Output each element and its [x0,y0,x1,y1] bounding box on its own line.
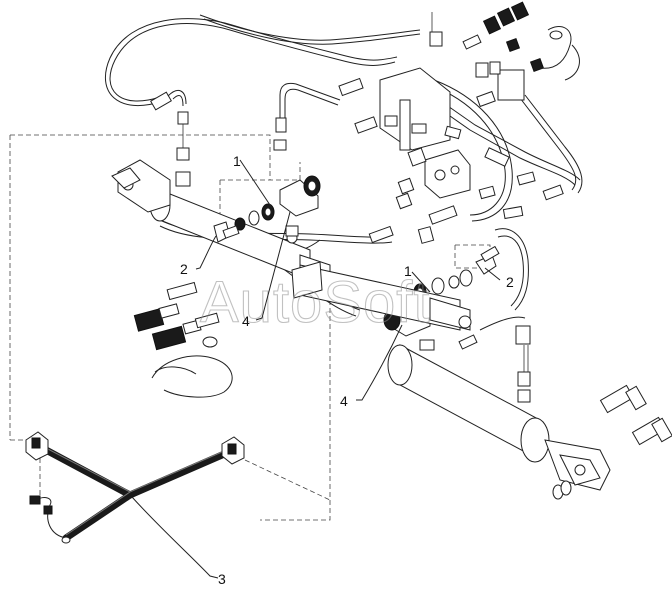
harness-connector-right [221,436,245,465]
callout-4-low: 4 [340,393,348,409]
callout-4-mid: 4 [242,313,250,329]
quick-couplers-left [133,281,233,398]
callout-2-right: 2 [506,274,514,290]
valve-block-center [379,67,471,210]
harness-connector-bottom [29,495,71,544]
wiring-harness [25,431,245,544]
quick-coupler-top [482,1,545,73]
cylinder-right-low [387,316,672,500]
fittings-small [150,34,564,244]
callout-leaders [131,159,501,579]
callout-2-left: 2 [180,261,188,277]
callout-labels: 1 2 4 1 2 4 3 [180,153,514,587]
harness-connector-left [25,431,49,461]
solenoid-valve-left [213,175,321,243]
callout-1-left: 1 [233,153,241,169]
callout-3: 3 [218,571,226,587]
callout-1-right: 1 [404,263,412,279]
valve-block-top [429,1,580,101]
watermark-text: AutoSoft [200,270,430,335]
cylinder-right-mid [291,261,472,331]
